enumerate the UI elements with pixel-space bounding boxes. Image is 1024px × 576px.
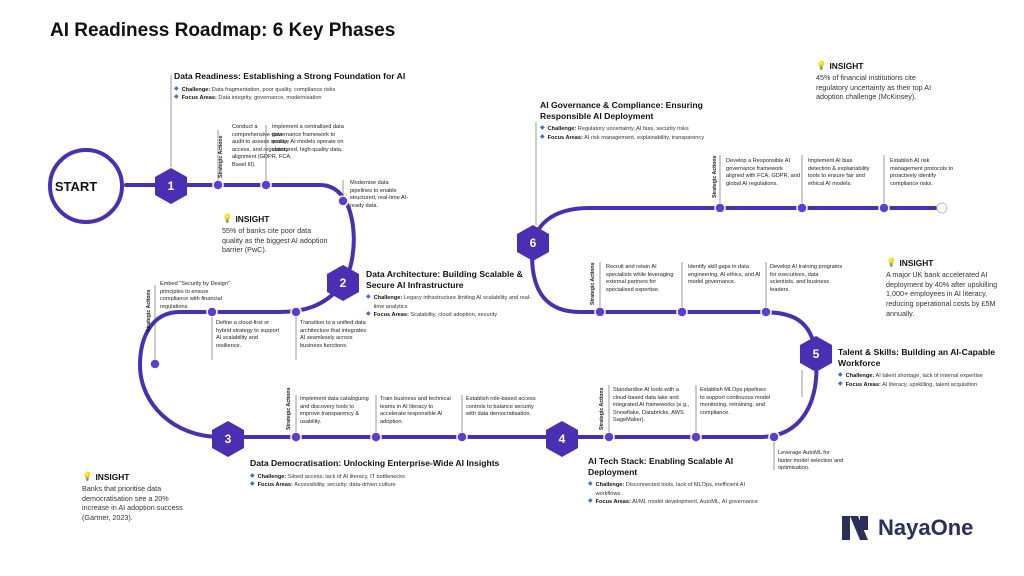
focus-row: ◆Focus Areas: AI risk management, explai… (540, 133, 705, 141)
action-dot (714, 202, 726, 214)
phase-marker-5: 5 (800, 336, 832, 372)
logo-text: NayaOne (878, 515, 974, 540)
action-text: Implement a centralised data governance … (272, 124, 344, 153)
nayaone-logo: NayaOne (840, 513, 973, 543)
lightbulb-icon: 💡 (82, 471, 93, 481)
lightbulb-icon: 💡 (816, 60, 827, 70)
action-dot (676, 306, 688, 318)
action-text: Establish AI risk management protocols t… (890, 158, 954, 187)
focus-row: ◆Focus Areas: AI/ML model development, A… (588, 497, 758, 505)
start-circle (48, 148, 124, 224)
challenge-row: ◆Challenge: AI talent shortage, lack of … (838, 372, 983, 380)
challenge-row: ◆Challenge: Regulatory uncertainty, AI b… (540, 125, 689, 133)
action-text: Train business and technical teams in AI… (380, 396, 451, 425)
action-dot (594, 306, 606, 318)
phase-title: Data Readiness: Establishing a Strong Fo… (174, 71, 406, 81)
insight-3: 💡INSIGHT Banks that prioritise data demo… (82, 471, 183, 523)
strategic-actions-label: Strategic Actions (599, 387, 605, 430)
phase-3-block: Data Democratisation: Unlocking Enterpri… (250, 458, 520, 489)
action-text: Establish MLOps pipelines to support con… (700, 387, 771, 416)
action-text: Leverage AutoML for faster model selecti… (778, 450, 844, 472)
phase-title: Talent & Skills: Building an AI-Capable … (838, 347, 996, 368)
svg-text:5: 5 (813, 347, 820, 361)
road-line (124, 183, 944, 440)
phase-title: Data Architecture: Building Scalable & S… (366, 269, 523, 290)
action-text: Transition to a unified data architectur… (300, 320, 367, 349)
page-title: AI Readiness Roadmap: 6 Key Phases (50, 20, 396, 41)
action-dot (760, 306, 772, 318)
svg-text:3: 3 (225, 432, 232, 446)
action-text: Implement AI bias detection & explainabi… (808, 158, 870, 187)
action-text: Conduct a comprehensive data audit to as… (232, 124, 292, 168)
lightbulb-icon: 💡 (886, 257, 897, 267)
logo-mark-icon (842, 516, 868, 540)
phase-2-block: Data Architecture: Building Scalable & S… (366, 269, 536, 319)
phase-marker-6: 6 (517, 225, 549, 261)
strategic-actions-label: Strategic Actions (146, 289, 152, 332)
lightbulb-icon: 💡 (222, 213, 233, 223)
focus-row: ◆Focus Areas: Data integrity, governance… (174, 93, 322, 101)
focus-row: ◆Focus Areas: Scalability, cloud adoptio… (366, 310, 498, 318)
phase-title: AI Tech Stack: Enabling Scalable AI Depl… (588, 456, 734, 477)
challenge-row: ◆Challenge: Disconnected tools, lack of … (588, 481, 746, 497)
phase-1-block: Data Readiness: Establishing a Strong Fo… (174, 71, 434, 102)
insight-1: 💡INSIGHT 55% of banks cite poor data qua… (222, 213, 328, 255)
action-text: Develop a Responsible AI governance fram… (726, 158, 800, 187)
strategic-actions-label: Strategic Actions (590, 262, 596, 305)
insight-5: 💡INSIGHT A major UK bank accelerated AI … (886, 257, 998, 318)
phase-marker-2: 2 (327, 265, 359, 301)
svg-text:4: 4 (559, 432, 566, 446)
action-dot (690, 431, 702, 443)
action-dot (290, 431, 302, 443)
phase-title: AI Governance & Compliance: Ensuring Res… (540, 100, 703, 121)
action-text: Recruit and retain AI specialists while … (606, 264, 674, 293)
strategic-actions-label: Strategic Actions (218, 135, 224, 178)
phase-marker-3: 3 (212, 421, 244, 457)
action-dot (290, 306, 302, 318)
action-dot (149, 358, 161, 370)
phase-title: Data Democratisation: Unlocking Enterpri… (250, 458, 500, 468)
action-text: Standardise AI tools with a cloud-based … (613, 387, 690, 424)
action-dot (603, 431, 615, 443)
phase-4-block: AI Tech Stack: Enabling Scalable AI Depl… (588, 456, 768, 506)
challenge-row: ◆Challenge: Siloed access, lack of AI li… (250, 472, 405, 480)
phase-marker-1: 1 (155, 168, 187, 204)
start-label: START (55, 179, 97, 194)
action-dot (796, 202, 808, 214)
action-text: Define a cloud-first or hybrid strategy … (216, 320, 280, 349)
insight-6: 💡INSIGHT 45% of financial institutions c… (816, 60, 932, 102)
svg-text:6: 6 (530, 236, 537, 250)
phase-5-block: Talent & Skills: Building an AI-Capable … (838, 347, 1018, 389)
action-dot (337, 195, 349, 207)
action-text: Develop AI training programs for executi… (770, 264, 843, 293)
action-text: Establish role-based access controls to … (466, 396, 536, 418)
action-dot (878, 202, 890, 214)
phase-6-block: AI Governance & Compliance: Ensuring Res… (540, 100, 740, 142)
action-text: Embed "Security by Design" principles to… (160, 281, 230, 310)
svg-text:1: 1 (168, 179, 175, 193)
action-dot (370, 431, 382, 443)
action-dot (212, 179, 224, 191)
challenge-row: ◆Challenge: Data fragmentation, poor qua… (174, 85, 336, 93)
action-dot (768, 431, 780, 443)
action-text: Implement data cataloguing and discovery… (300, 396, 369, 425)
focus-row: ◆Focus Areas: Accessibility, security, d… (250, 480, 396, 488)
action-dot (456, 431, 468, 443)
phase-marker-4: 4 (546, 421, 578, 457)
action-text: Identify skill gaps in data engineering,… (688, 264, 761, 286)
svg-text:2: 2 (340, 276, 347, 290)
end-circle (936, 202, 948, 214)
focus-row: ◆Focus Areas: AI literacy, upskilling, t… (838, 380, 978, 388)
action-dot (260, 179, 272, 191)
challenge-row: ◆Challenge: Legacy infrastructure limiti… (366, 294, 531, 310)
strategic-actions-label: Strategic Actions (286, 387, 292, 430)
connector-lines (154, 75, 885, 470)
action-text: Modernise data pipelines to enable struc… (350, 180, 409, 209)
strategic-actions-label: Strategic Actions (712, 155, 718, 198)
